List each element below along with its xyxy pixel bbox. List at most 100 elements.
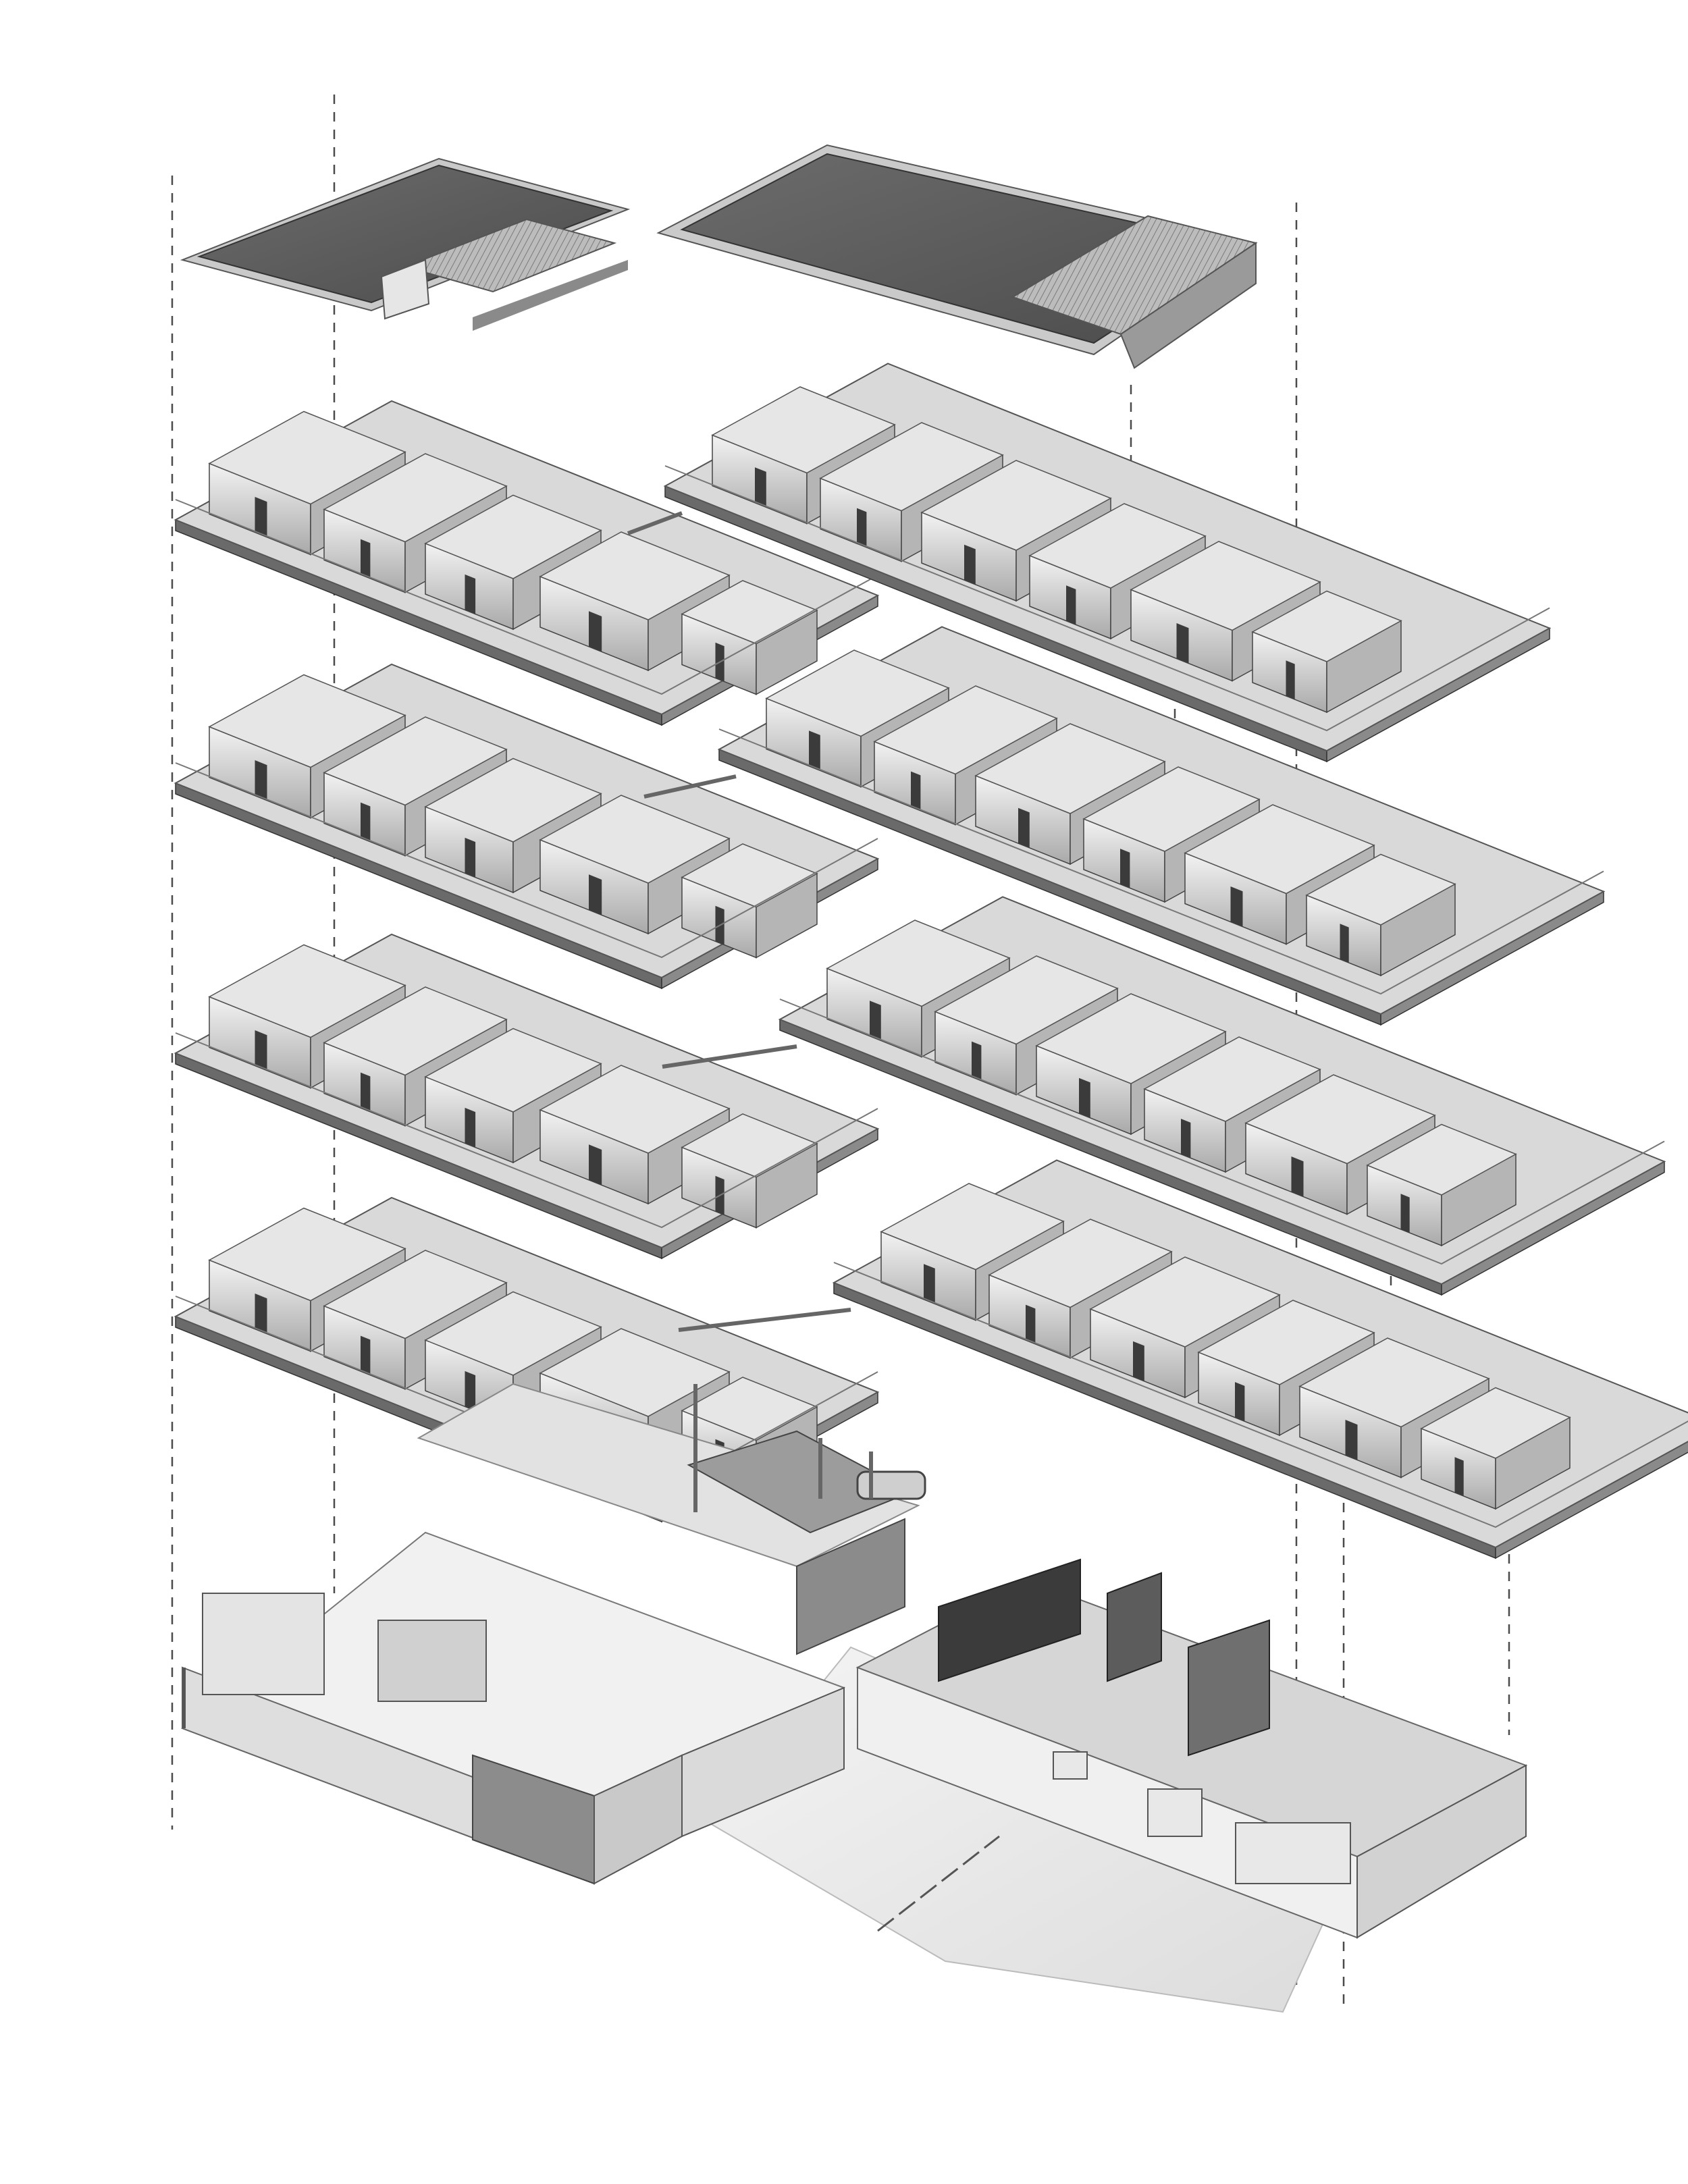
room-opening [1181,1119,1191,1158]
room-opening [809,730,820,771]
room-ceiling [1143,1036,1321,1122]
room-opening [255,1294,267,1334]
room-opening [1120,849,1130,888]
room-opening [1079,1077,1090,1118]
west-wing-plate [174,663,880,990]
room-ceiling [1420,1387,1571,1459]
room-opening [589,1144,602,1186]
connecting-bridge [627,511,683,535]
room-opening [1133,1341,1144,1381]
floor-level-2 [174,1159,1688,1560]
room-ceiling [1130,541,1321,631]
room-ceiling [424,494,602,579]
room-opening [255,497,267,537]
room-ceiling [323,1250,508,1339]
room-opening [361,802,371,842]
room-ceiling [323,716,508,806]
room-opening [1176,623,1189,664]
room-ceiling [1251,590,1402,662]
room-ceiling [323,986,508,1076]
room-opening [361,1072,371,1112]
room-opening [857,508,867,548]
west-wing-plate [174,933,880,1260]
room-opening [1066,585,1076,625]
room-ceiling [1244,1074,1436,1165]
room-opening [589,611,602,652]
room-ceiling [1082,766,1261,852]
roof-east-wing [656,144,1258,369]
room-opening [465,1107,476,1148]
room-opening [465,574,476,614]
room-opening [465,1370,476,1411]
room-ceiling [539,1065,731,1154]
room-ceiling [208,674,406,768]
room-opening [964,544,976,585]
room-ceiling [1184,804,1375,895]
ground-west-wing [181,1531,846,1885]
balcony-railing [718,728,1604,995]
balcony-railing [664,465,1550,732]
room-ceiling [1298,1337,1490,1428]
room-ceiling [208,410,406,505]
room-ceiling [424,1028,602,1113]
room-ceiling [1028,503,1207,589]
room-opening [255,1030,267,1071]
floor-level-5 [174,363,1552,763]
room-opening [1454,1457,1464,1497]
east-wing-plate [778,896,1666,1296]
room-ceiling [934,955,1119,1045]
connecting-bridge [678,1308,851,1332]
room-opening [870,1001,881,1041]
room-ceiling [1197,1300,1375,1385]
room-ceiling [539,1328,731,1417]
room-opening [465,837,476,878]
room-ceiling [974,723,1166,814]
west-wing-plate [174,400,880,726]
room-opening [1235,1382,1245,1422]
room-ceiling [711,386,896,474]
room-opening [1026,1304,1036,1344]
connecting-bridge [643,774,737,799]
floor-level-4 [174,626,1606,1026]
room-ceiling [1089,1256,1281,1348]
room-opening [1230,886,1243,927]
balcony-railing [779,998,1665,1265]
room-ceiling [424,757,602,843]
room-ceiling [1366,1123,1517,1196]
room-opening [1291,1156,1304,1197]
roof-level [180,144,1258,369]
connecting-bridge [662,1044,797,1069]
balcony-railing [175,1032,878,1229]
room-opening [924,1264,935,1304]
ground-level [181,1383,1528,2013]
room-ceiling [920,460,1112,551]
room-ceiling [208,1207,406,1302]
east-wing-plate [663,363,1552,763]
room-ceiling [539,531,731,620]
roof-west-wing [180,157,631,331]
room-ceiling [1305,853,1456,926]
room-ceiling [819,422,1004,512]
ground-central-block [417,1383,926,1655]
room-opening [1286,660,1295,700]
room-ceiling [1035,993,1227,1084]
east-wing-plate [717,626,1606,1026]
room-opening [361,539,371,579]
floor-plates [174,363,1688,1560]
room-opening [755,467,766,508]
room-opening [972,1041,982,1081]
room-opening [589,874,602,915]
room-opening [361,1335,371,1375]
room-opening [1340,924,1349,963]
room-ceiling [880,1183,1065,1271]
room-ceiling [988,1219,1173,1308]
balcony-railing [175,499,878,695]
room-ceiling [873,685,1058,775]
room-ceiling [539,795,731,884]
east-wing-plate [832,1159,1688,1560]
room-ceiling [826,920,1011,1007]
room-opening [911,771,921,811]
room-ceiling [424,1291,602,1376]
